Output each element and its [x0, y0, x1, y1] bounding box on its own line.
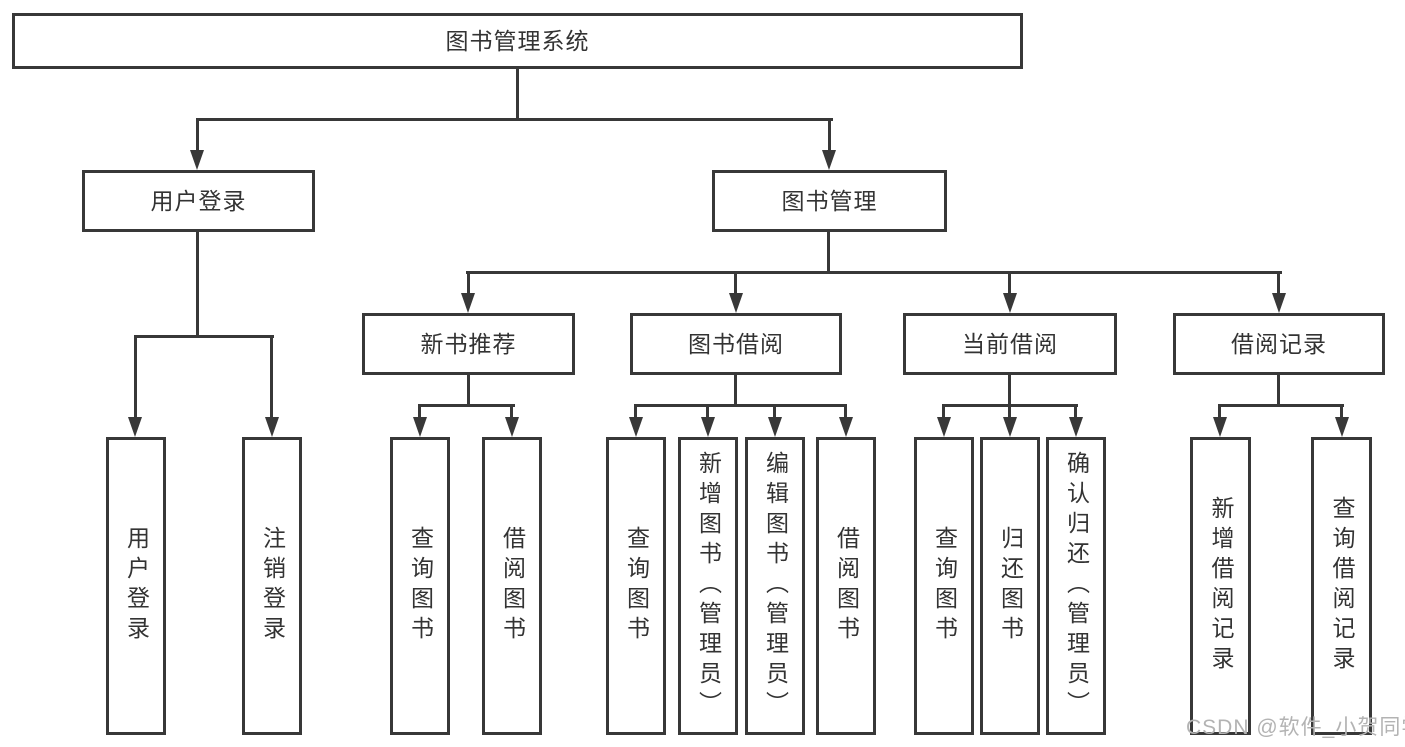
- arrowhead-down-icon: [190, 150, 204, 170]
- leaf-borrow-book-recommend-label: 借阅图书: [499, 526, 526, 646]
- arrowhead-down-icon: [265, 417, 279, 437]
- leaf-logout: 注销登录: [242, 437, 302, 735]
- node-new-book-recommend-label: 新书推荐: [420, 330, 517, 357]
- line-to-leaf: [634, 404, 637, 420]
- node-book-borrowing-label: 图书借阅: [688, 330, 784, 357]
- line-user-login-stem: [196, 232, 199, 338]
- node-book-management: 图书管理: [712, 170, 947, 232]
- leaf-add-book-admin-label: 新增图书（管理员）: [695, 451, 722, 721]
- arrowhead-down-icon: [1335, 417, 1349, 437]
- line-to-new-book-recommend: [467, 271, 470, 298]
- node-user-login: 用户登录: [82, 170, 315, 232]
- node-new-book-recommend: 新书推荐: [362, 313, 575, 375]
- leaf-query-book-recommend-label: 查询图书: [407, 526, 434, 646]
- line-to-borrow-records: [1277, 271, 1280, 298]
- leaf-add-borrow-record-label: 新增借阅记录: [1208, 496, 1234, 676]
- leaf-borrow-book-recommend: 借阅图书: [482, 437, 542, 735]
- leaf-add-book-admin: 新增图书（管理员）: [678, 437, 738, 735]
- leaf-edit-book-admin-label: 编辑图书（管理员）: [762, 451, 789, 721]
- arrowhead-down-icon: [1069, 417, 1083, 437]
- leaf-confirm-return-admin-label: 确认归还（管理员）: [1063, 451, 1090, 721]
- line-to-leaf: [942, 404, 945, 420]
- line-to-user-login: [196, 118, 199, 154]
- line-to-leaf: [706, 404, 709, 420]
- leaf-query-borrow-record: 查询借阅记录: [1311, 437, 1372, 735]
- leaf-return-book-label: 归还图书: [997, 526, 1024, 646]
- line-to-leaf: [1008, 404, 1011, 420]
- arrowhead-down-icon: [937, 417, 951, 437]
- arrowhead-down-icon: [839, 417, 853, 437]
- line-to-leaf: [418, 404, 421, 420]
- node-root-label: 图书管理系统: [445, 27, 590, 54]
- leaf-user-login-label: 用户登录: [123, 526, 150, 646]
- arrowhead-down-icon: [729, 293, 743, 313]
- node-book-management-label: 图书管理: [781, 187, 878, 214]
- node-book-borrowing: 图书借阅: [630, 313, 842, 375]
- arrowhead-down-icon: [413, 417, 427, 437]
- node-borrow-records: 借阅记录: [1173, 313, 1385, 375]
- arrowhead-down-icon: [629, 417, 643, 437]
- line-to-leaf-logout: [270, 335, 273, 419]
- leaf-return-book: 归还图书: [980, 437, 1040, 735]
- arrowhead-down-icon: [128, 417, 142, 437]
- leaf-query-book-borrowing: 查询图书: [606, 437, 666, 735]
- line-to-book-borrowing: [734, 271, 737, 298]
- line-to-current-borrowing: [1008, 271, 1011, 298]
- line-root-stem: [516, 69, 519, 121]
- line-level2-bar: [466, 271, 1282, 274]
- leaf-confirm-return-admin: 确认归还（管理员）: [1046, 437, 1106, 735]
- arrowhead-down-icon: [505, 417, 519, 437]
- line-new-book-recommend-bar: [419, 404, 515, 407]
- line-to-leaf: [510, 404, 513, 420]
- watermark: CSDN @软件_小贺同学: [1186, 716, 1405, 739]
- node-borrow-records-label: 借阅记录: [1231, 330, 1327, 357]
- line-user-login-bar: [134, 335, 274, 338]
- node-root: 图书管理系统: [12, 13, 1023, 69]
- leaf-borrow-book-borrowing-label: 借阅图书: [833, 526, 860, 646]
- leaf-user-login: 用户登录: [106, 437, 166, 735]
- leaf-logout-label: 注销登录: [259, 526, 286, 646]
- arrowhead-down-icon: [822, 150, 836, 170]
- line-borrow-records-bar: [1219, 404, 1344, 407]
- leaf-borrow-book-borrowing: 借阅图书: [816, 437, 876, 735]
- arrowhead-down-icon: [1003, 417, 1017, 437]
- arrowhead-down-icon: [1272, 293, 1286, 313]
- leaf-edit-book-admin: 编辑图书（管理员）: [745, 437, 805, 735]
- leaf-query-book-borrowing-label: 查询图书: [623, 526, 650, 646]
- line-to-leaf: [844, 404, 847, 420]
- node-current-borrowing: 当前借阅: [903, 313, 1117, 375]
- line-to-book-management: [828, 118, 831, 154]
- line-to-leaf: [1218, 404, 1221, 420]
- line-to-leaf: [1340, 404, 1343, 420]
- leaf-add-borrow-record: 新增借阅记录: [1190, 437, 1251, 735]
- line-borrow-records-stem: [1277, 375, 1280, 407]
- line-new-book-recommend-stem: [467, 375, 470, 407]
- arrowhead-down-icon: [768, 417, 782, 437]
- leaf-query-book-current: 查询图书: [914, 437, 974, 735]
- line-book-management-stem: [827, 232, 830, 274]
- line-to-leaf-user-login: [134, 335, 137, 419]
- line-to-leaf: [773, 404, 776, 420]
- leaf-query-borrow-record-label: 查询借阅记录: [1329, 496, 1355, 676]
- leaf-query-book-current-label: 查询图书: [931, 526, 958, 646]
- leaf-query-book-recommend: 查询图书: [390, 437, 450, 735]
- line-book-borrowing-bar: [635, 404, 847, 407]
- arrowhead-down-icon: [1213, 417, 1227, 437]
- line-level1-bar: [196, 118, 833, 121]
- line-to-leaf: [1074, 404, 1077, 420]
- arrowhead-down-icon: [701, 417, 715, 437]
- arrowhead-down-icon: [461, 293, 475, 313]
- node-user-login-label: 用户登录: [150, 187, 247, 214]
- line-book-borrowing-stem: [734, 375, 737, 407]
- node-current-borrowing-label: 当前借阅: [962, 330, 1058, 357]
- arrowhead-down-icon: [1003, 293, 1017, 313]
- line-current-borrowing-stem: [1008, 375, 1011, 407]
